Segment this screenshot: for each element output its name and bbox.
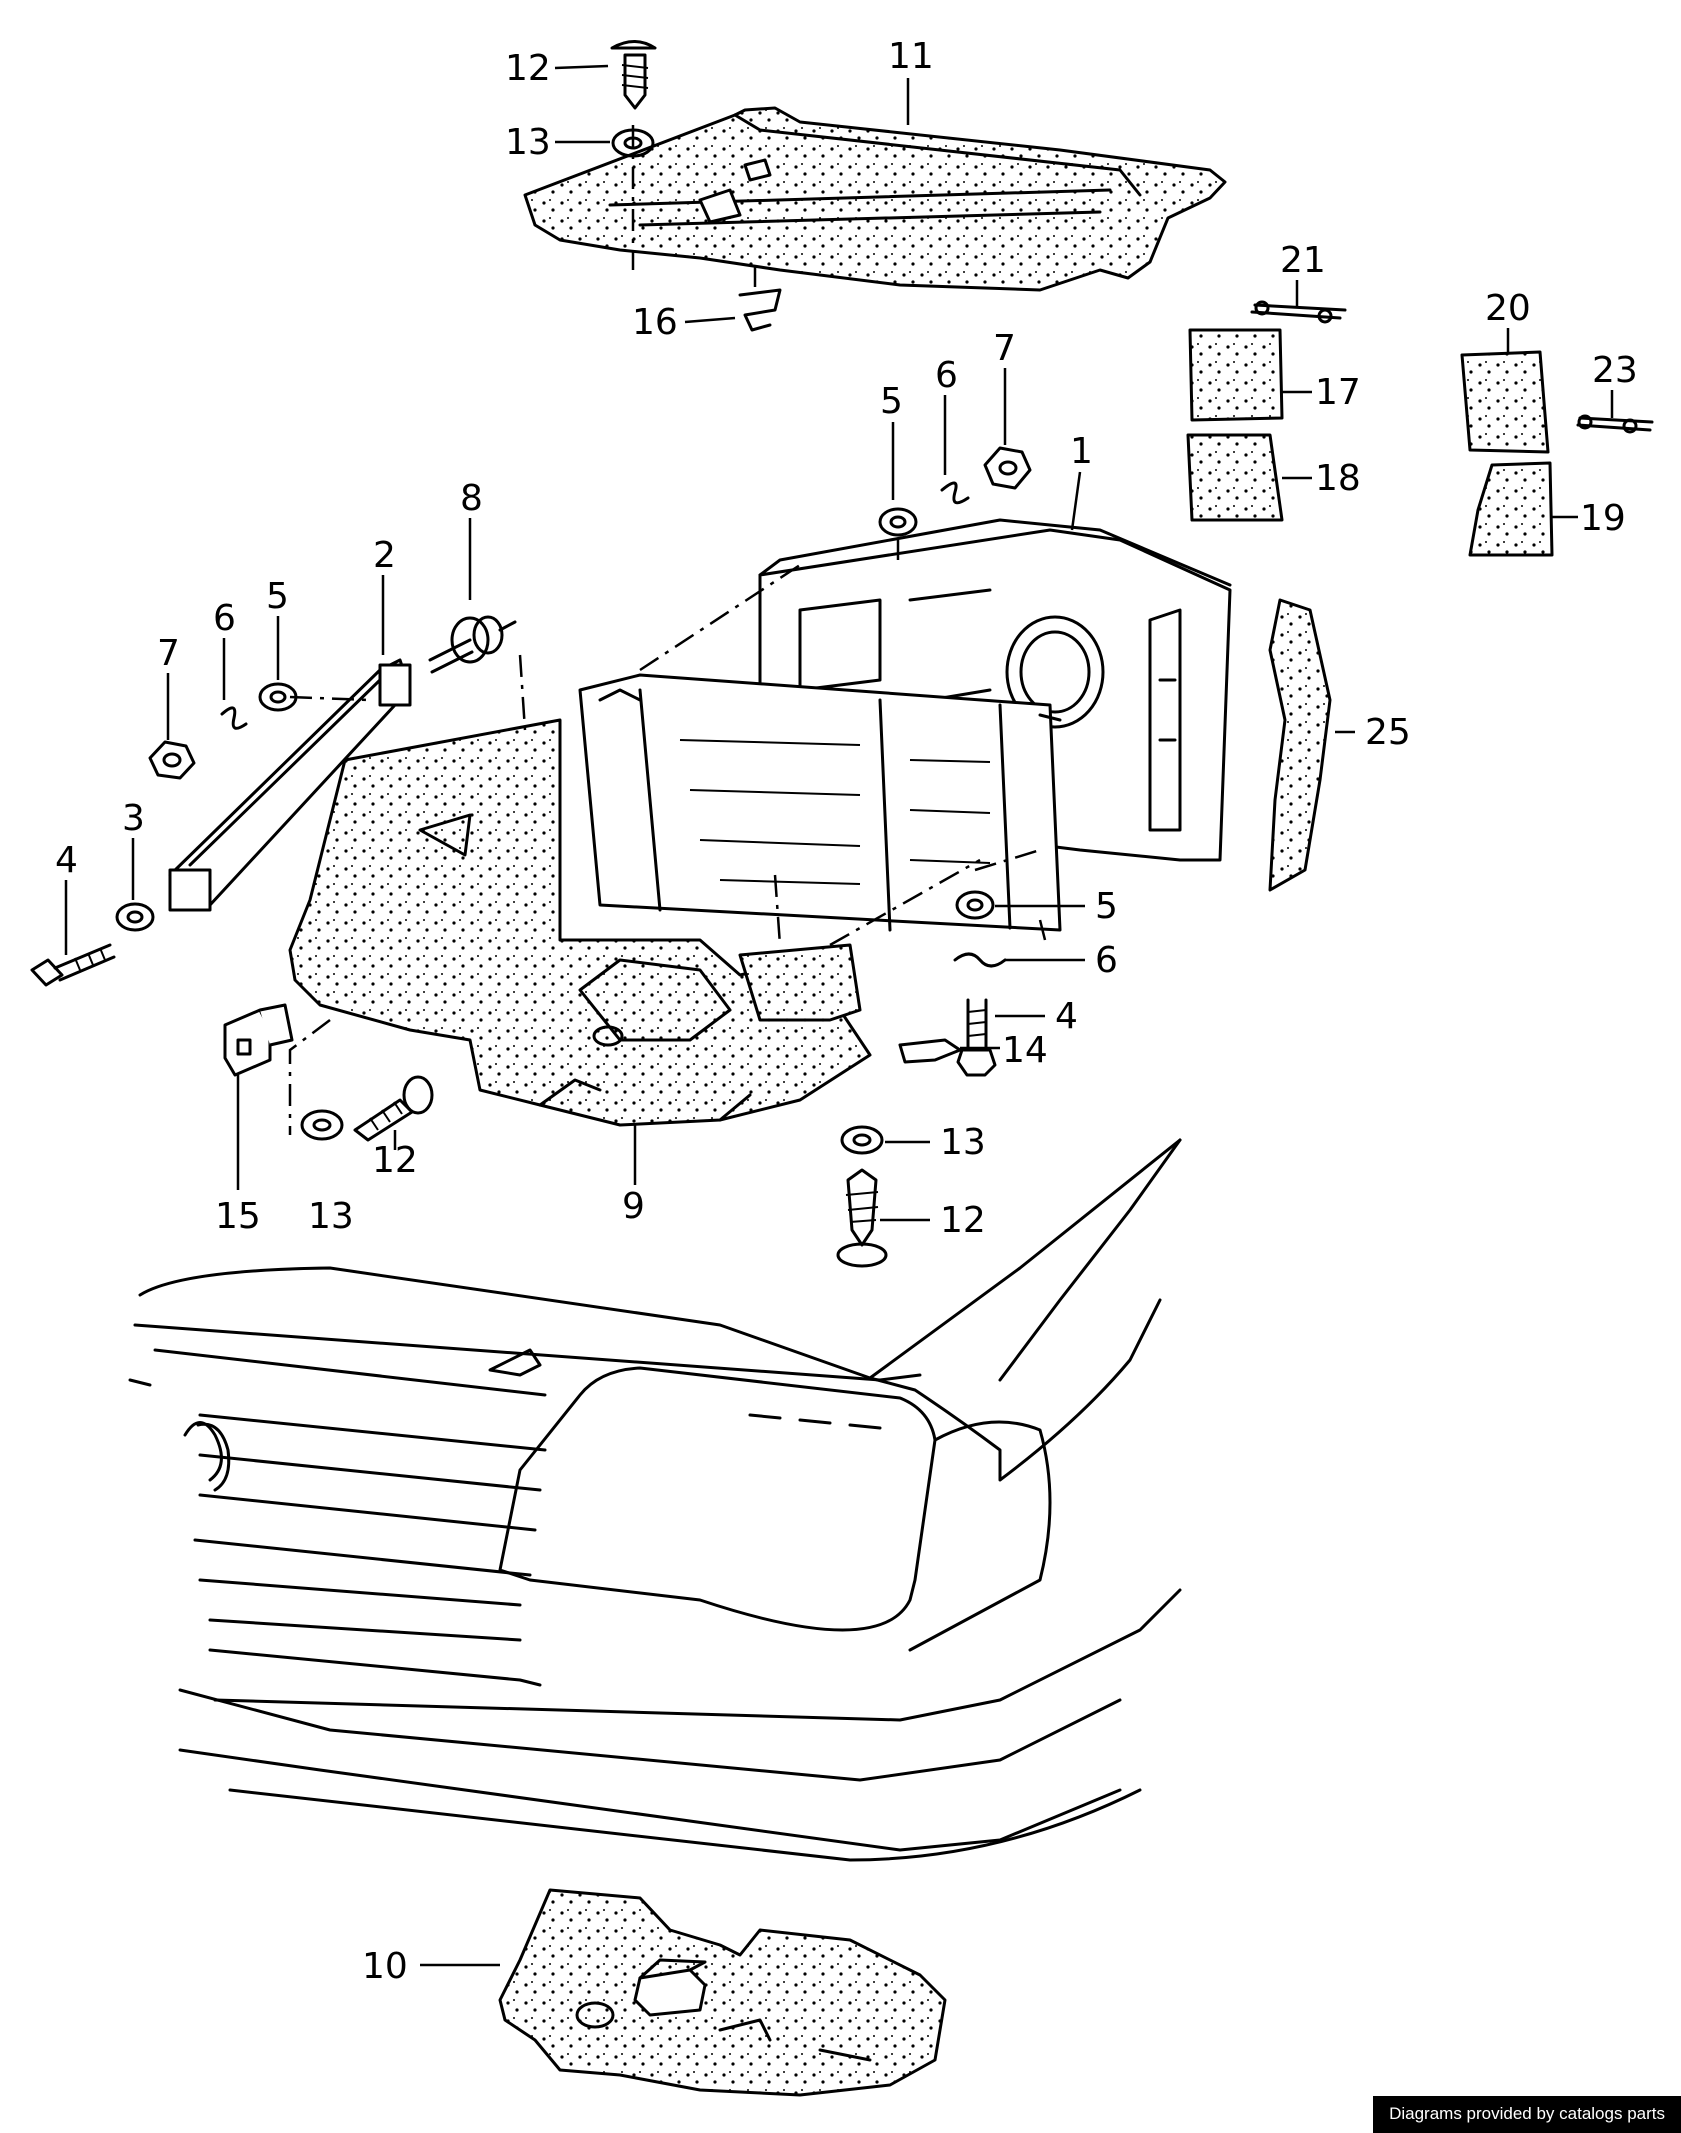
callout-17: 17 (1315, 372, 1361, 413)
radiator-panel (578, 673, 1062, 932)
callout-12-left: 12 (372, 1140, 418, 1181)
screw-12-left-icon (353, 1075, 434, 1142)
washer-13-left-icon (300, 1109, 344, 1141)
callout-20: 20 (1485, 288, 1531, 329)
screw-12-icon (610, 40, 657, 110)
bushing-8-icon (428, 615, 517, 674)
callout-labels: 12 11 13 16 21 20 23 17 18 19 5 6 7 1 8 … (55, 36, 1638, 1987)
part-17-pad (1188, 328, 1284, 422)
callout-8: 8 (460, 478, 483, 519)
callout-2: 2 (373, 535, 396, 576)
part-11-upper-panel (523, 106, 1227, 292)
callout-11: 11 (888, 36, 934, 77)
callout-10: 10 (362, 1946, 408, 1987)
part-2-bracket (168, 658, 412, 912)
callout-13-right: 13 (940, 1122, 986, 1163)
callout-18: 18 (1315, 458, 1361, 499)
callout-6-right: 6 (1095, 940, 1118, 981)
callout-9: 9 (622, 1186, 645, 1227)
vehicle-front-outline (128, 1138, 1182, 1862)
callout-7-left: 7 (157, 633, 180, 674)
callout-16: 16 (632, 302, 678, 343)
nut-7-icon (983, 446, 1032, 490)
part-20-pad (1460, 350, 1550, 454)
callout-14: 14 (1002, 1030, 1048, 1071)
washer-5-right-icon (955, 890, 995, 920)
clip-16-icon (738, 288, 782, 332)
callout-12-top: 12 (505, 48, 551, 89)
callout-25: 25 (1365, 712, 1411, 753)
screw-12-right-icon (836, 1168, 888, 1268)
part-10-bottom-tray (498, 1888, 947, 2097)
callout-23: 23 (1592, 350, 1638, 391)
lock-washer-6-icon (940, 481, 970, 505)
washer-13-right-icon (840, 1125, 884, 1155)
callout-7-top: 7 (993, 328, 1016, 369)
block-15-icon (223, 1003, 294, 1077)
callout-1: 1 (1070, 431, 1093, 472)
callout-12-right: 12 (940, 1200, 986, 1241)
callout-4-left: 4 (55, 840, 78, 881)
callout-5-top: 5 (880, 381, 903, 422)
callout-3: 3 (122, 798, 145, 839)
bolt-4-right-icon (956, 998, 997, 1077)
callout-13-top: 13 (505, 122, 551, 163)
callout-4-right: 4 (1055, 996, 1078, 1037)
part-19-pad (1468, 461, 1554, 557)
nut-7-left-icon (148, 740, 196, 780)
callout-19: 19 (1580, 498, 1626, 539)
callout-21: 21 (1280, 240, 1326, 281)
callout-6-left: 6 (213, 598, 236, 639)
callout-6-top: 6 (935, 355, 958, 396)
clip-23-icon (1576, 414, 1654, 434)
bolt-4-left-icon (30, 943, 116, 987)
washer-5-icon (878, 507, 918, 537)
callout-13-left: 13 (308, 1196, 354, 1237)
callout-15: 15 (215, 1196, 261, 1237)
part-9-lower-tray (288, 718, 872, 1127)
part-25-trim-strip (1268, 598, 1332, 892)
washer-3-icon (115, 902, 155, 932)
lock-washer-6-left-icon (220, 706, 248, 730)
clip-21-icon (1250, 300, 1347, 324)
leader-lines (64, 64, 1614, 1967)
callout-5-right: 5 (1095, 886, 1118, 927)
part-18-pad (1186, 433, 1284, 522)
callout-5-left: 5 (266, 576, 289, 617)
lock-washer-6-right-icon (953, 952, 1007, 968)
clip-14-icon (898, 1038, 962, 1064)
footer-credit-badge: Diagrams provided by catalogs parts (1373, 2096, 1681, 2133)
assembly-guide-lines (288, 125, 1047, 1135)
